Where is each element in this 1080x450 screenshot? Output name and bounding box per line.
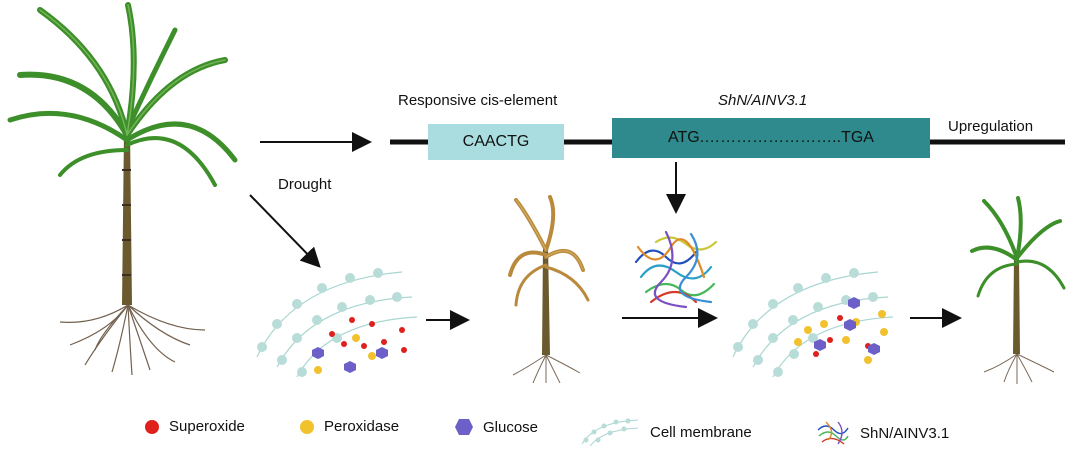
legend-glucose: Glucose — [455, 418, 538, 436]
legend-label: Peroxidase — [324, 418, 400, 435]
drought-stressed-plant — [508, 195, 590, 384]
purple-hexagon-icon — [455, 419, 473, 435]
protein-structure-icon — [634, 230, 718, 309]
red-dot-icon — [145, 419, 159, 434]
legend-peroxidase: Peroxidase — [300, 418, 399, 435]
legend-cell-membrane: Cell membrane — [580, 418, 752, 446]
legend-protein: ShN/AINV3.1 — [816, 418, 949, 448]
upregulation-label: Upregulation — [948, 118, 1034, 135]
arrow-drought-to-membrane — [249, 194, 321, 268]
responsive-cis-element-label: Responsive cis-element — [398, 92, 558, 109]
legend-superoxide: Superoxide — [145, 418, 245, 435]
cell-membrane-stressed — [256, 268, 418, 378]
recovered-sugarcane-plant — [970, 196, 1066, 384]
gene-name-label: ShN/AINV3.1 — [718, 92, 808, 109]
cell-membrane-recovered — [732, 268, 894, 378]
legend-label: Glucose — [483, 418, 539, 436]
protein-structure-icon — [817, 421, 849, 445]
cell-membrane-icon — [581, 418, 639, 446]
legend-label: ShN/AINV3.1 — [860, 424, 950, 442]
yellow-dot-icon — [300, 419, 314, 434]
cis-element-box: CAACTG — [428, 124, 564, 160]
healthy-sugarcane-plant — [7, 2, 238, 376]
legend-label: Cell membrane — [650, 423, 752, 441]
drought-label: Drought — [278, 176, 332, 193]
legend-label: Superoxide — [169, 418, 245, 435]
gene-box: ATG.……………………..TGA — [612, 118, 930, 158]
